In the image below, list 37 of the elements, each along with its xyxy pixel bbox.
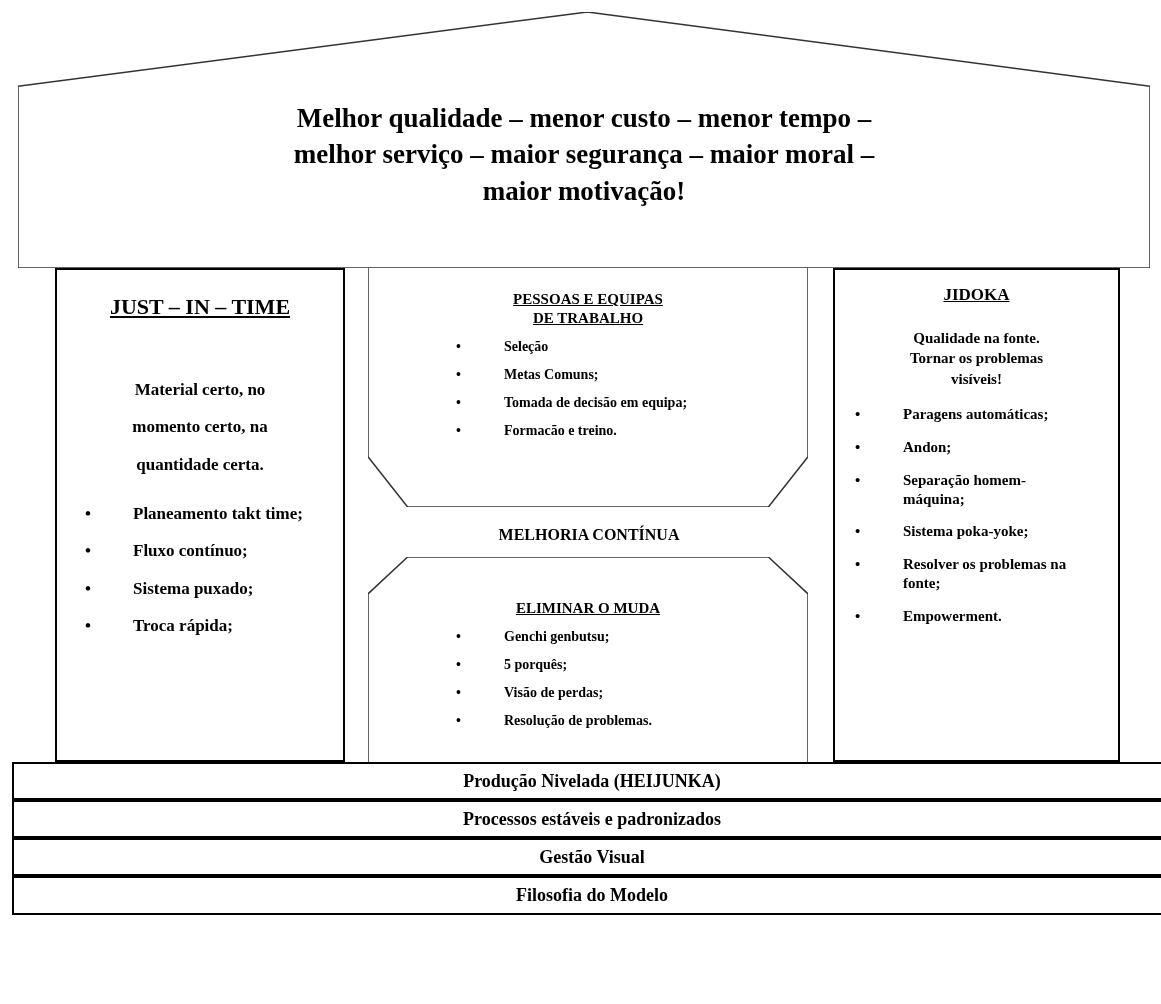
bullet-item: • 5 porquês; bbox=[456, 655, 569, 674]
band-text: Gestão Visual bbox=[539, 845, 645, 869]
center-label: MELHORIA CONTÍNUA bbox=[497, 524, 681, 545]
bullet-item: • Metas Comuns; bbox=[456, 365, 600, 384]
foundation-band bbox=[12, 838, 1161, 876]
pillar-heading: JIDOKA bbox=[942, 284, 1011, 306]
bullet-item: • Troca rápida; bbox=[85, 614, 234, 637]
roof-text: Melhor qualidade – menor custo – menor tempo – melhor serviço – maior segurança – maior moral – maior motivação! bbox=[292, 102, 876, 208]
bullet-item: • Sistema poka-yoke; bbox=[855, 522, 1030, 542]
band-text: Processos estáveis e padronizados bbox=[463, 807, 721, 831]
bullet-item: • Formacão e treino. bbox=[456, 421, 618, 440]
bullet-item: • Separação homem-máquina; bbox=[855, 470, 1027, 509]
pillar-heading: JUST – IN – TIME bbox=[108, 293, 292, 321]
foundation-band bbox=[12, 762, 1161, 800]
bullet-item: • Seleção bbox=[456, 337, 550, 356]
foundation-band bbox=[12, 876, 1161, 915]
bullet-item: • Planeamento takt time; bbox=[85, 503, 304, 525]
band-text: Filosofia do Modelo bbox=[516, 884, 668, 907]
bullet-item: • Resolução de problemas. bbox=[456, 711, 653, 730]
bullet-item: • Tomada de decisão em equipa; bbox=[456, 393, 689, 412]
foundation-band bbox=[12, 800, 1161, 838]
bullet-item: • Genchi genbutsu; bbox=[456, 627, 611, 646]
octagon-box bbox=[368, 557, 808, 762]
band-text: Produção Nivelada (HEIJUNKA) bbox=[463, 769, 721, 793]
bullet-item: • Empowerment. bbox=[855, 606, 1003, 626]
pillar-box bbox=[833, 268, 1120, 762]
pillar-description: Qualidade na fonte. Tornar os problemas visíveis! bbox=[908, 328, 1045, 389]
bullet-item: • Sistema puxado; bbox=[85, 577, 255, 599]
box-heading: PESSOAS E EQUIPAS DE TRABALHO bbox=[512, 290, 664, 328]
pillar-box bbox=[55, 268, 345, 762]
pillar-description: Material certo, no momento certo, na quantidade certa. bbox=[131, 379, 269, 476]
bullet-item: • Fluxo contínuo; bbox=[85, 540, 249, 562]
bullet-item: • Visão de perdas; bbox=[456, 683, 605, 702]
bullet-item: • Resolver os problemas na fonte; bbox=[855, 555, 1068, 593]
box-heading: ELIMINAR O MUDA bbox=[514, 599, 662, 618]
bullet-item: • Andon; bbox=[855, 438, 953, 457]
bullet-item: • Paragens automáticas; bbox=[855, 405, 1050, 425]
